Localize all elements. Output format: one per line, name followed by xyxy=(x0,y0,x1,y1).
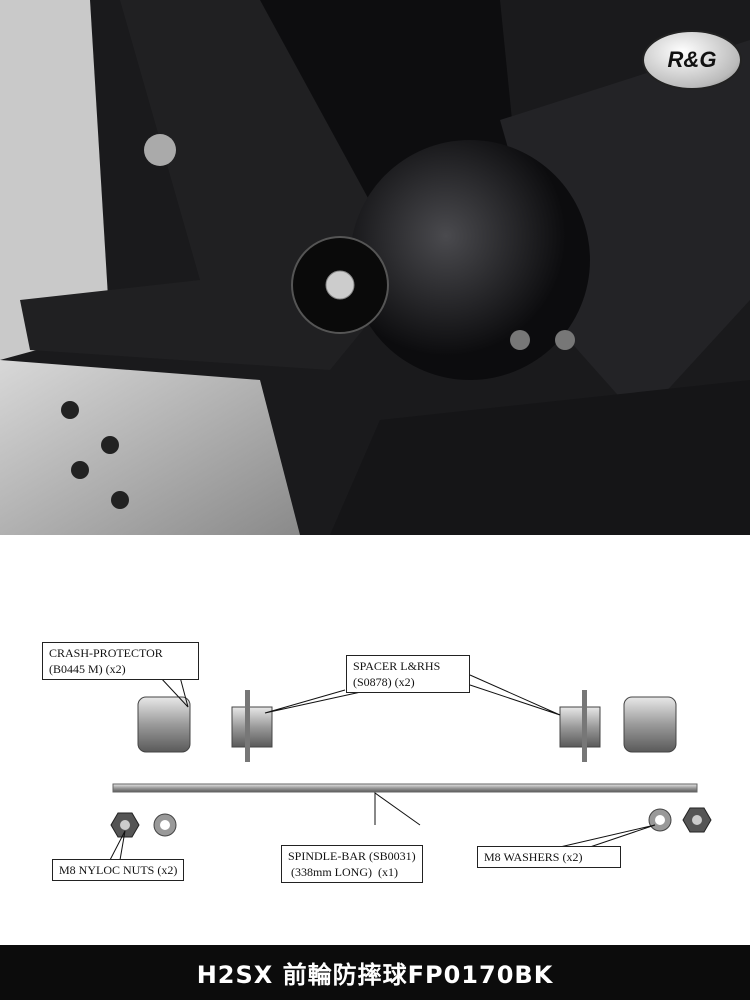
parts-diagram: CRASH-PROTECTOR (B0445 M) (x2) SPACER L&… xyxy=(0,535,750,945)
rg-logo: R&G xyxy=(642,30,742,90)
spacer-label: SPACER L&RHS (S0878) (x2) xyxy=(346,655,470,693)
parts-drawing xyxy=(109,674,712,861)
brake-caliper xyxy=(0,0,110,360)
product-photo: R&G xyxy=(0,0,750,535)
spacer-left xyxy=(231,706,273,748)
wheel-hub xyxy=(350,140,590,380)
crash-protector-label: CRASH-PROTECTOR (B0445 M) (x2) xyxy=(42,642,199,680)
crash-protector-right xyxy=(623,696,677,753)
logo-text: R&G xyxy=(667,47,717,72)
crash-protector-left xyxy=(137,696,191,753)
spacer-right xyxy=(559,706,601,748)
brake-disc xyxy=(0,360,300,535)
product-title: H2SX 前輪防摔球FP0170BK xyxy=(196,961,554,989)
nyloc-nuts-label: M8 NYLOC NUTS (x2) xyxy=(52,859,185,881)
spindle-bar xyxy=(112,783,698,793)
product-title-banner: H2SX 前輪防摔球FP0170BK xyxy=(0,945,750,1000)
leader-lines xyxy=(109,674,656,861)
spindle-bar-label: SPINDLE-BAR (SB0031) (338mm LONG) (x1) xyxy=(281,845,423,883)
front-fork-photo xyxy=(0,0,590,535)
washers-label: M8 WASHERS (x2) xyxy=(477,846,621,868)
